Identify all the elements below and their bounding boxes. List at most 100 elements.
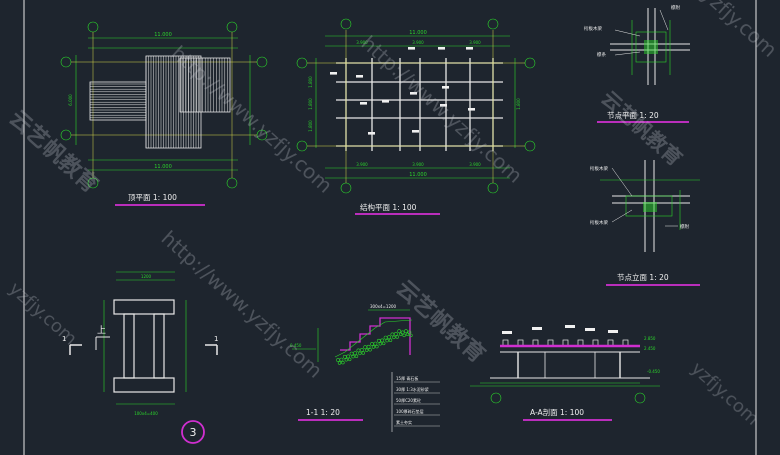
- gravel-hatch: [354, 354, 359, 358]
- bench-leg-left: [123, 313, 135, 379]
- bench-dim-top-text: 1200: [141, 274, 152, 279]
- node-elev-core: [643, 202, 657, 212]
- gravel-hatch: [339, 357, 344, 362]
- gravel-hatch: [380, 338, 385, 343]
- layer-item: 30厚 1:3水泥砂浆: [396, 386, 429, 392]
- node-plan-core: [644, 40, 658, 54]
- structure-plan: 11.000 3.900 3.900 3.900 11.000 3.900 3.…: [296, 18, 536, 215]
- layer-list: 15厚 青石板 30厚 1:3水泥砂浆 50厚C20素砼 100厚碎石垫层 素土…: [394, 375, 440, 427]
- structure-beams: [307, 30, 525, 183]
- aa-axis-bubble: [490, 392, 502, 404]
- node-plan-label: 檩条: [597, 51, 606, 58]
- gravel-hatch: [359, 348, 364, 352]
- node-elevation: 桁板木梁 桁板木梁 檩附 节点立面 1: 20: [590, 160, 700, 286]
- stair-gravel-hatch: [336, 329, 413, 365]
- struct-dim-side: 1.800: [308, 98, 313, 110]
- structure-label-tag: [466, 47, 473, 50]
- leader-line: [611, 167, 633, 197]
- layer-item: 100厚碎石垫层: [396, 408, 424, 414]
- structure-label-tag: [356, 75, 363, 78]
- roof-dim-bottom-text: 11.000: [154, 164, 172, 170]
- node-elev-bracket: [625, 195, 673, 217]
- gravel-hatch: [378, 342, 382, 346]
- gravel-hatch: [351, 354, 355, 359]
- roof-plan: 11.000 11.000 6.000 顶平面 1: 100: [60, 21, 268, 206]
- node-plan-label: 檩附: [671, 4, 680, 11]
- roof-dim-side-text: 6.000: [68, 94, 73, 106]
- structure-label-tag: [368, 132, 375, 135]
- callout-tag: [502, 331, 512, 334]
- section-a-a-title: A-A剖面 1: 100: [530, 407, 584, 417]
- leader-line: [659, 9, 669, 31]
- gravel-hatch: [404, 329, 408, 334]
- struct-axis-bubble: [487, 18, 499, 30]
- section-1-1: 300x4=1200 0.450 15厚 青石板 30厚 1:3水泥砂浆 50厚…: [290, 304, 440, 432]
- node-elev-label: 檩附: [680, 223, 689, 230]
- gravel-hatch: [375, 344, 379, 349]
- structure-label-tag: [438, 47, 445, 50]
- struct-dim-seg: 3.900: [356, 40, 368, 45]
- aa-elev-mid: 2.450: [644, 346, 656, 351]
- struct-dim-seg: 3.900: [412, 162, 424, 167]
- node-plan: 桁板木梁 檩条 檩附 节点平面 1: 20: [584, 4, 690, 123]
- callout-tag: [532, 327, 542, 330]
- structure-label-tag: [382, 100, 389, 103]
- structure-label-tag: [412, 130, 419, 133]
- section-mark-number: 1: [62, 335, 66, 343]
- gravel-hatch: [348, 357, 352, 362]
- node-elevation-title: 节点立面 1: 20: [617, 272, 669, 282]
- struct-dim-top-text: 11.000: [409, 30, 427, 36]
- gravel-hatch: [407, 330, 412, 335]
- gravel-hatch: [373, 341, 378, 346]
- callout-tag: [565, 325, 575, 328]
- struct-dim-bottom-text: 11.000: [409, 172, 427, 178]
- layer-item: 15厚 青石板: [396, 375, 418, 381]
- struct-dim-seg: 3.900: [469, 40, 481, 45]
- struct-dim-side: 1.800: [308, 76, 313, 88]
- callout-tag: [585, 328, 595, 331]
- bench-plan: 1200 100x4=400 1 1 上 3: [62, 271, 218, 444]
- bench-dim-bottom-text: 100x4=400: [134, 411, 158, 416]
- layer-item: 50厚C20素砼: [396, 397, 421, 403]
- gravel-hatch: [366, 344, 371, 349]
- gravel-hatch: [346, 354, 351, 359]
- gravel-hatch: [353, 351, 357, 356]
- gravel-hatch: [402, 333, 406, 338]
- roof-plan-title: 顶平面 1: 100: [128, 193, 177, 202]
- struct-dim-side: 1.800: [308, 120, 313, 132]
- stair-up-label: 上: [97, 325, 106, 336]
- gravel-hatch: [337, 361, 342, 365]
- roof-block-outline: [179, 57, 231, 113]
- gravel-hatch: [392, 335, 396, 340]
- leader-line: [611, 209, 633, 223]
- gravel-hatch: [385, 338, 389, 343]
- aa-axis-bubble: [634, 392, 646, 404]
- structure-plan-title: 结构平面 1: 100: [360, 202, 417, 212]
- struct-dim-seg: 3.900: [356, 162, 368, 167]
- stair-profile: [340, 317, 411, 355]
- stair-slab-line: [334, 319, 413, 358]
- struct-dim-seg: 3.900: [412, 40, 424, 45]
- gravel-hatch: [358, 351, 362, 356]
- struct-dim-seg: 3.900: [469, 162, 481, 167]
- callout-tag: [608, 330, 618, 333]
- gravel-hatch: [382, 341, 386, 346]
- layer-item: 素土夯实: [396, 419, 412, 425]
- node-elev-label: 桁板木梁: [590, 219, 608, 226]
- roof-slats: [89, 55, 231, 149]
- bench-leg-right: [153, 313, 165, 379]
- stair-elevation: 0.450: [290, 343, 302, 348]
- gravel-hatch: [371, 345, 376, 349]
- gravel-hatch: [397, 329, 402, 334]
- gravel-hatch: [341, 360, 345, 365]
- gravel-hatch: [388, 338, 393, 342]
- section-a-a: 2.850 2.450 -0.450 A-A剖面 1: 100: [470, 325, 660, 421]
- roof-dim-top-text: 11.000: [154, 32, 172, 38]
- structure-label-tag: [440, 104, 447, 107]
- gravel-hatch: [387, 335, 391, 340]
- aa-elev-base: -0.450: [647, 369, 660, 374]
- gravel-hatch: [365, 348, 369, 352]
- struct-axis-bubble: [340, 18, 352, 30]
